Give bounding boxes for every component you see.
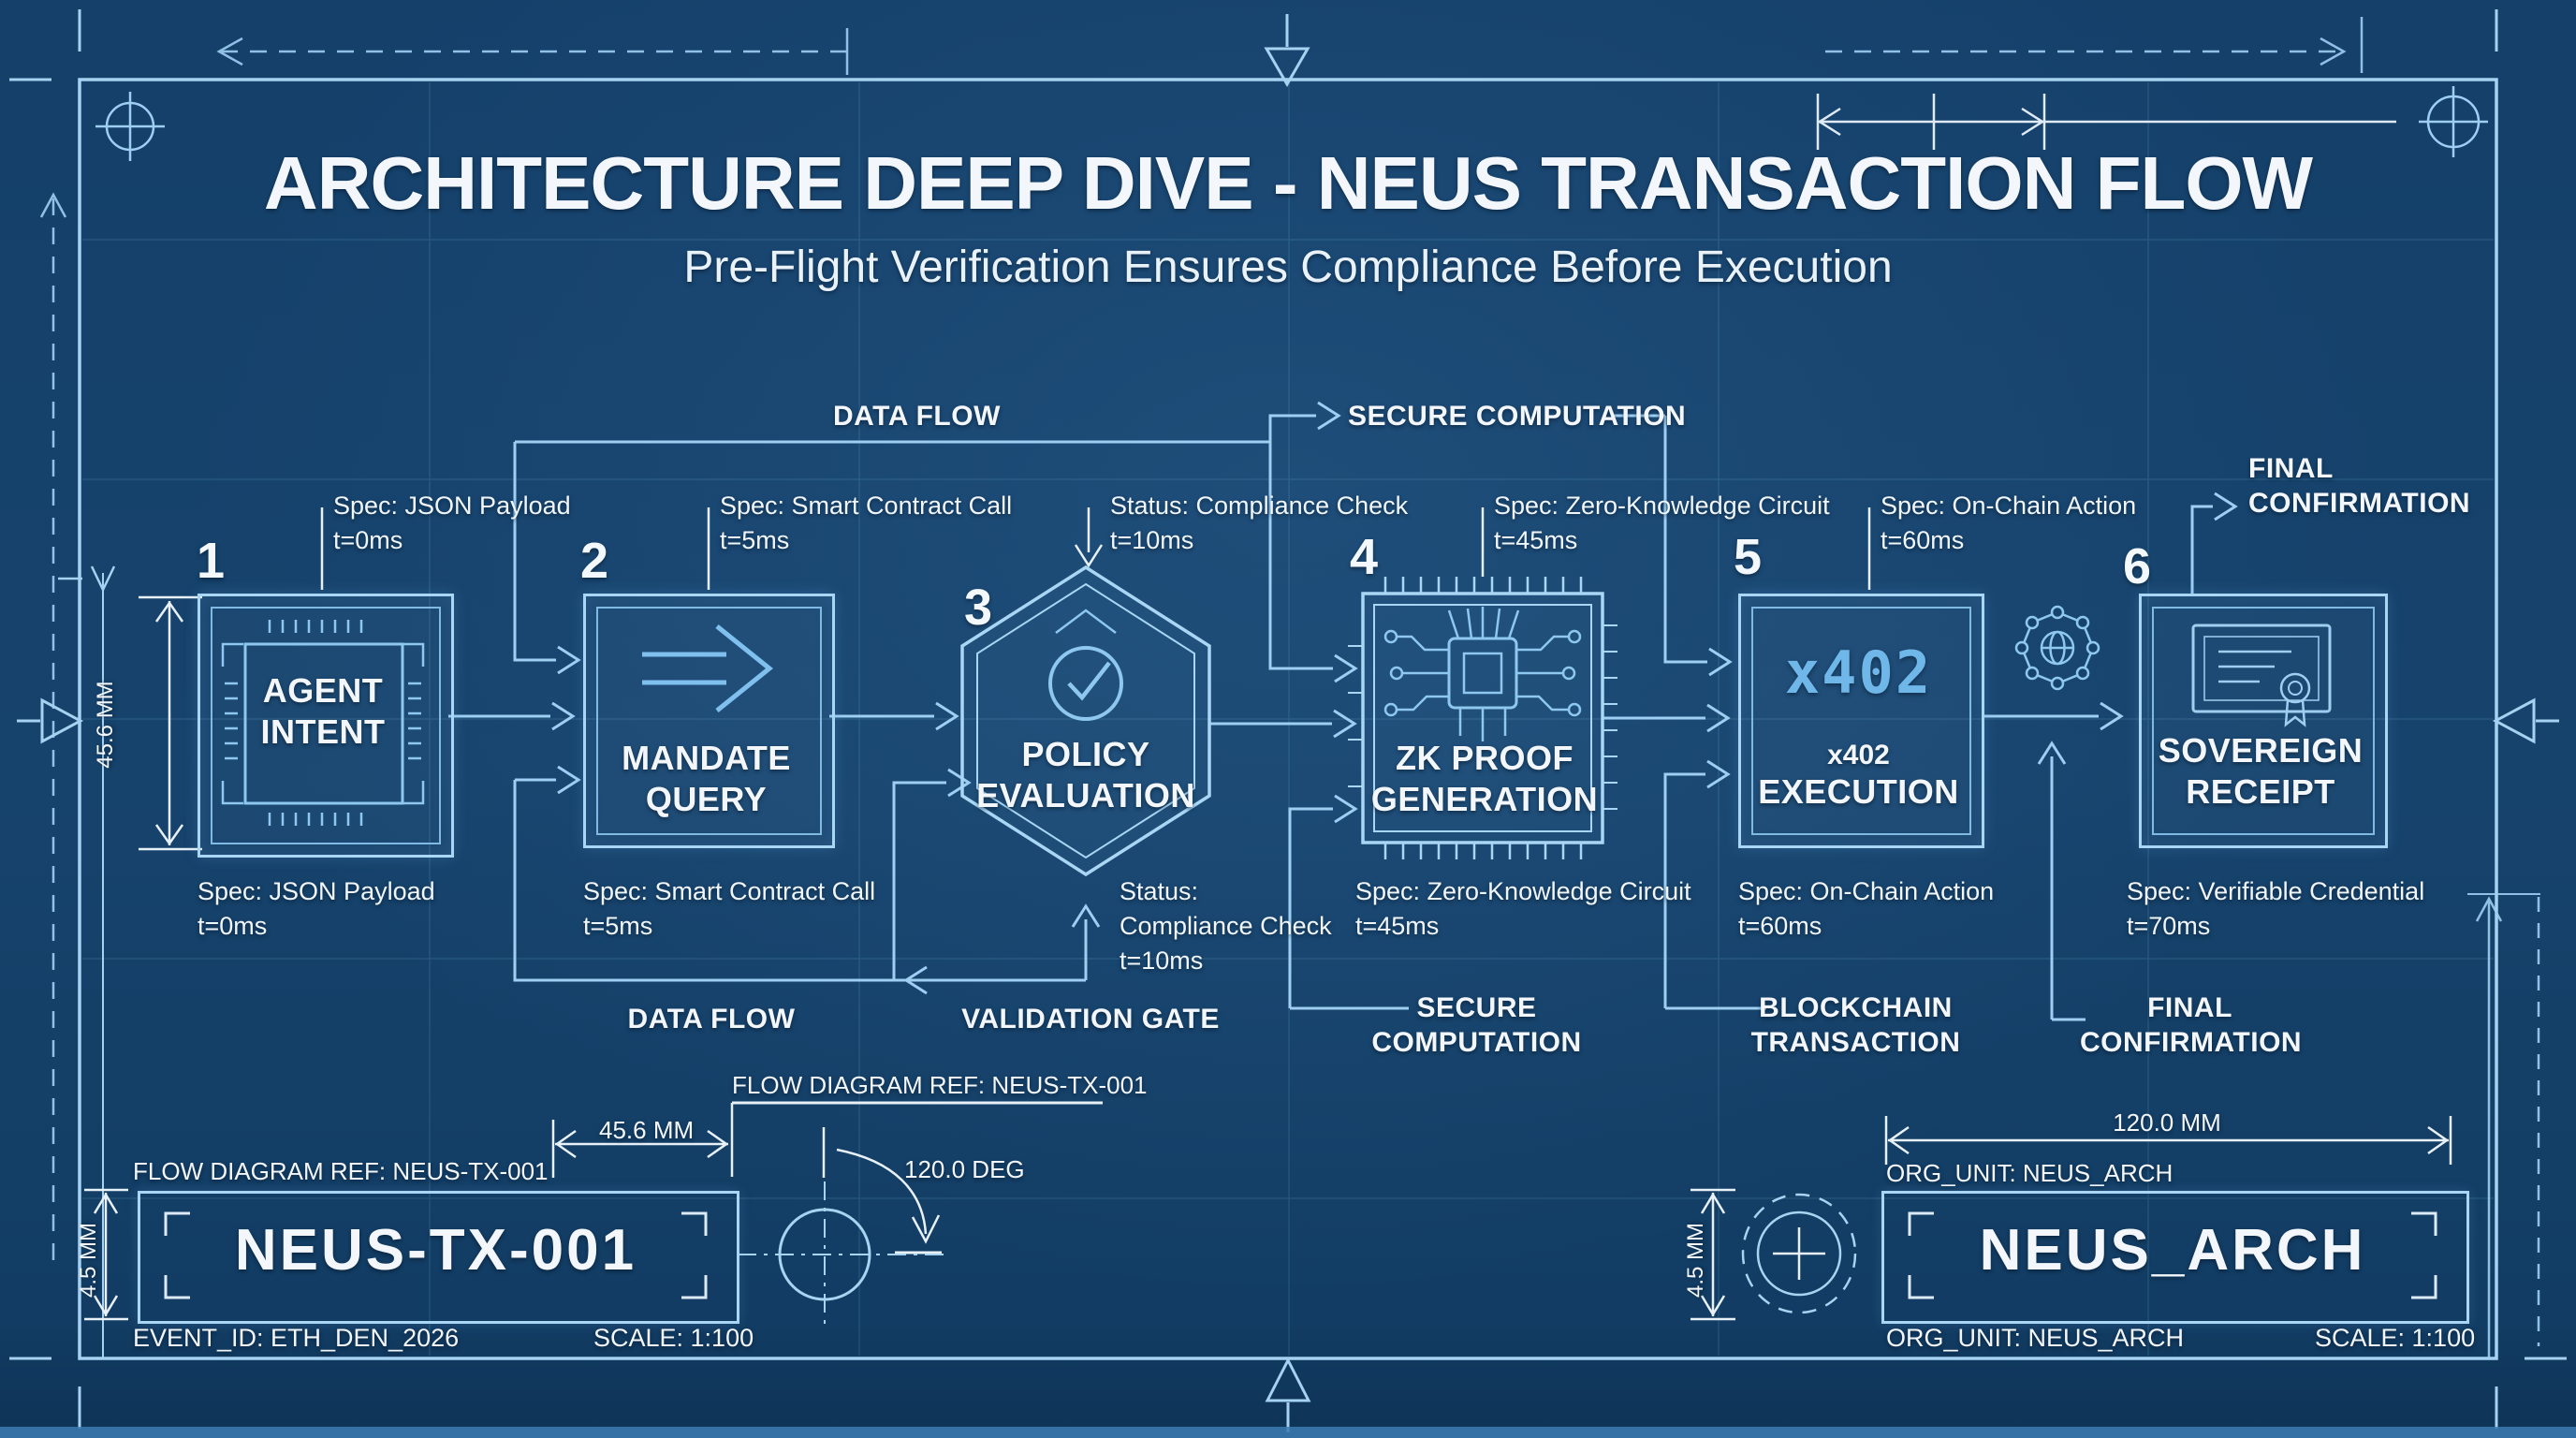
bus-label-secure-computation: SECURE COMPUTATION xyxy=(1348,401,1687,432)
flow-ref-name: NEUS-TX-001 xyxy=(234,1218,637,1283)
stage-5-name: EXECUTION xyxy=(1758,772,1959,811)
page-subtitle: Pre-Flight Verification Ensures Complian… xyxy=(683,242,1893,292)
chip-icon xyxy=(221,620,425,826)
datum-circle-right xyxy=(1741,1193,1857,1314)
certificate-icon xyxy=(2191,624,2332,727)
org-unit-label-bottom: ORG_UNIT: NEUS_ARCH xyxy=(1886,1324,2185,1352)
stage-6-inner-border xyxy=(2152,607,2375,835)
flow-ref-note: FLOW DIAGRAM REF: NEUS-TX-001 xyxy=(732,1071,1148,1099)
registration-crosshairs xyxy=(95,86,2488,161)
org-unit-label-top: ORG_UNIT: NEUS_ARCH xyxy=(1886,1159,2174,1187)
stage-6-box-sovereign-receipt xyxy=(2139,594,2388,848)
flow-wires xyxy=(448,401,2238,1021)
datum-circle-left xyxy=(738,1181,945,1328)
arrow-icon xyxy=(642,624,773,712)
stage-3-number: 3 xyxy=(964,580,993,636)
stage-4-number: 4 xyxy=(1350,529,1379,585)
construction-guides xyxy=(39,17,2540,1358)
stage-2-inner-border xyxy=(596,607,822,835)
border-center-markers xyxy=(17,14,2559,1432)
dim-120-deg-label: 120.0 DEG xyxy=(904,1155,1025,1183)
stage-5-number: 5 xyxy=(1734,529,1763,585)
stage-2-number: 2 xyxy=(580,533,609,589)
stage-1-inner-border xyxy=(211,607,441,844)
check-icon xyxy=(1048,646,1123,721)
flow-label-data-flow: DATA FLOW xyxy=(627,1004,796,1034)
right-scale-label: SCALE: 1:100 xyxy=(2315,1324,2476,1352)
grid-lines xyxy=(82,82,2494,1356)
stage-5-box-x402-execution xyxy=(1738,594,1984,848)
stage-1-box-agent-intent xyxy=(198,594,454,858)
leader-lines xyxy=(84,507,2452,1321)
top-right-dimension xyxy=(1816,94,2396,150)
x402-badge: x402 xyxy=(1784,638,1933,707)
network-icon xyxy=(2014,605,2100,691)
left-scale-label: SCALE: 1:100 xyxy=(593,1324,754,1352)
dim-45-6-label: 45.6 MM xyxy=(599,1116,695,1144)
left-block-height-dim: 4.5 MM xyxy=(76,1223,101,1299)
flow-label-validation-gate: VALIDATION GATE xyxy=(961,1004,1220,1034)
stage-5-name-small: x402 xyxy=(1827,740,1890,770)
dim-120-mm-label: 120.0 MM xyxy=(2113,1108,2221,1137)
page-title: ARCHITECTURE DEEP DIVE - NEUS TRANSACTIO… xyxy=(263,141,2313,225)
flow-ref-titlebox xyxy=(138,1191,739,1324)
bottom-edge-strip xyxy=(0,1427,2576,1438)
flow-ref-label: FLOW DIAGRAM REF: NEUS-TX-001 xyxy=(133,1157,549,1185)
circuit-icon xyxy=(1383,607,1582,741)
stage-1-number: 1 xyxy=(197,533,226,589)
stage-6-number: 6 xyxy=(2123,538,2152,594)
right-block-height-dim: 4.5 MM xyxy=(1683,1223,1708,1299)
stage-5-inner-border xyxy=(1751,607,1971,835)
side-dimension-label: 45.6 MM xyxy=(93,681,118,769)
org-unit-titlebox xyxy=(1881,1191,2469,1324)
stage-2-box-mandate-query xyxy=(583,594,835,848)
bus-label-data-flow: DATA FLOW xyxy=(833,401,1001,432)
titleblock-brackets xyxy=(164,1211,2437,1299)
org-unit-name: NEUS_ARCH xyxy=(1979,1218,2366,1283)
event-id-label: EVENT_ID: ETH_DEN_2026 xyxy=(133,1324,460,1352)
